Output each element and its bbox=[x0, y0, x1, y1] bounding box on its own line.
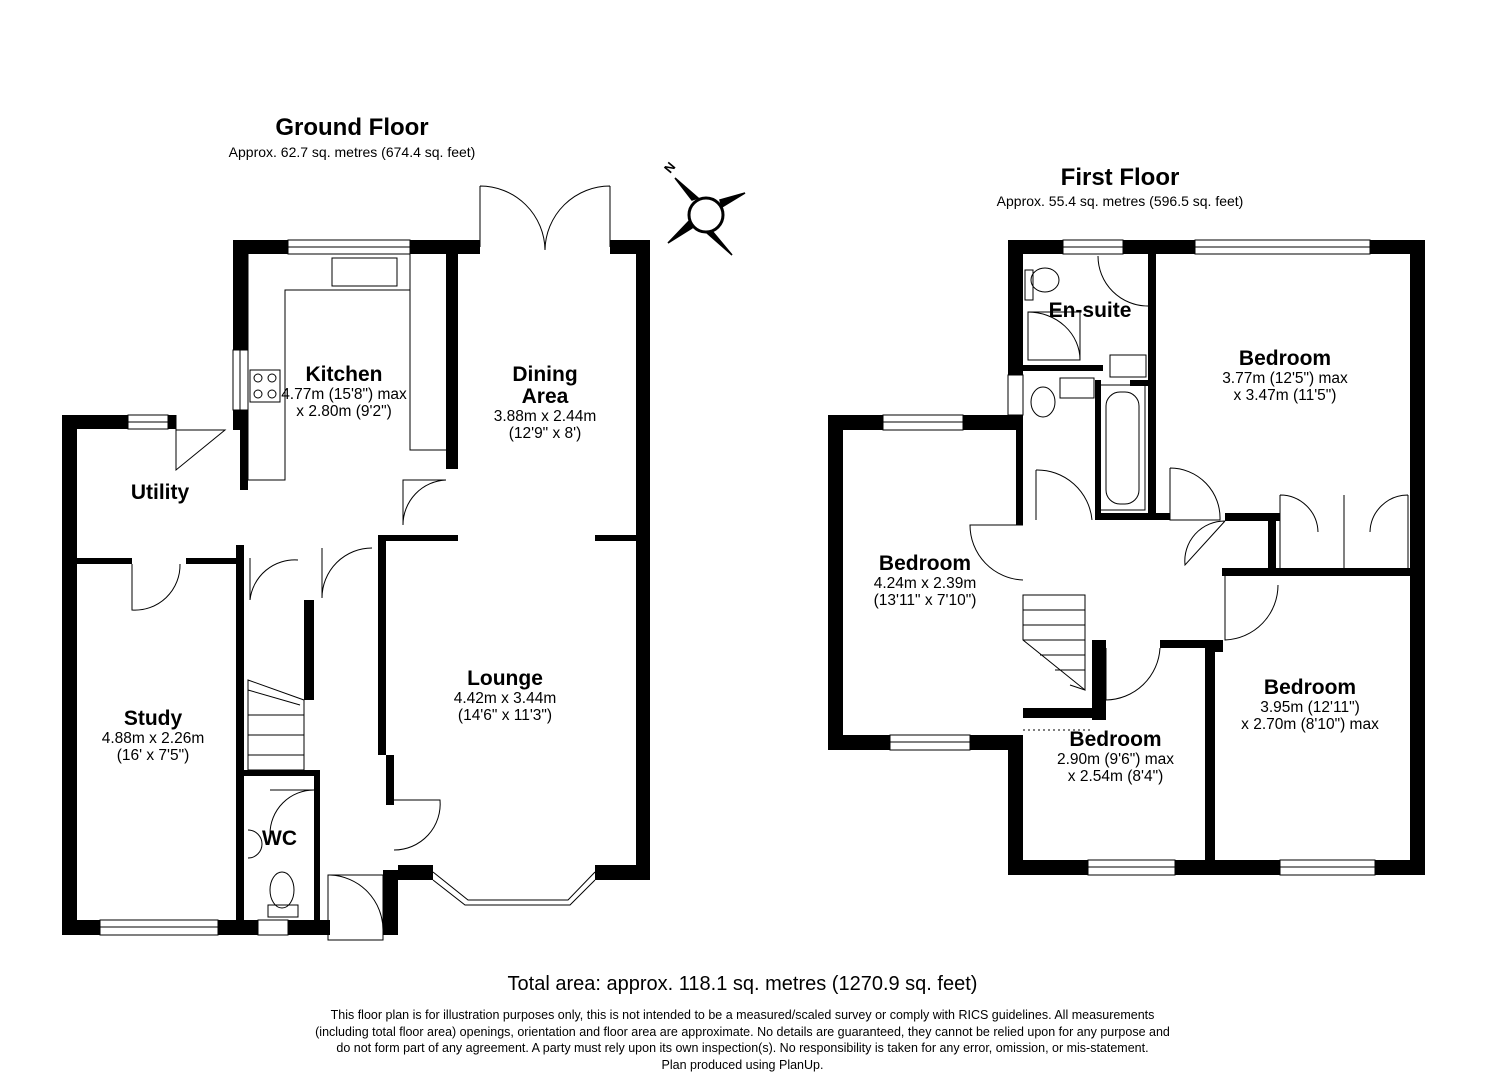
room-bedroom-right-dim1: 3.95m (12'11") bbox=[1260, 699, 1360, 716]
first-floor-walls bbox=[828, 240, 1425, 875]
door-bedroom-main bbox=[1169, 467, 1221, 521]
door-front bbox=[327, 874, 384, 941]
disclaimer-line: This floor plan is for illustration purp… bbox=[330, 1008, 1155, 1022]
first-floor-stairs bbox=[1022, 594, 1086, 692]
room-bedroom-left-dim2: (13'11" x 7'10") bbox=[873, 592, 977, 609]
ground-floor-area: Approx. 62.7 sq. metres (674.4 sq. feet) bbox=[228, 144, 476, 160]
first-floor-area: Approx. 55.4 sq. metres (596.5 sq. feet) bbox=[996, 193, 1244, 209]
door-cupboard bbox=[249, 558, 299, 601]
total-area: Total area: approx. 118.1 sq. metres (12… bbox=[507, 973, 978, 995]
door-bedroom-right bbox=[1224, 576, 1279, 641]
room-kitchen-dim1: 4.77m (15'8") max bbox=[281, 386, 407, 403]
door-cupboard-first bbox=[1184, 520, 1226, 567]
room-study-dim2: (16' x 7'5") bbox=[116, 747, 190, 764]
room-wc: WC bbox=[262, 828, 297, 850]
room-dining-name2: Area bbox=[521, 385, 569, 408]
disclaimer-line: do not form part of any agreement. A par… bbox=[336, 1041, 1149, 1055]
ground-floor-plan bbox=[62, 185, 650, 941]
room-kitchen-dim2: x 2.80m (9'2") bbox=[296, 403, 392, 420]
room-utility: Utility bbox=[100, 482, 220, 504]
door-bedroom-small bbox=[1105, 647, 1161, 701]
room-bedroom-right: Bedroom 3.95m (12'11") x 2.70m (8'10") m… bbox=[1215, 676, 1405, 734]
room-bedroom-small-name: Bedroom bbox=[1069, 728, 1162, 751]
first-floor-plan bbox=[828, 239, 1425, 876]
room-bedroom-main-dim2: x 3.47m (11'5") bbox=[1233, 387, 1337, 404]
door-utility bbox=[175, 415, 227, 472]
wc-basin bbox=[247, 829, 263, 859]
room-kitchen-name: Kitchen bbox=[305, 363, 383, 386]
room-bedroom-main: Bedroom 3.77m (12'5") max x 3.47m (11'5"… bbox=[1190, 347, 1380, 405]
room-dining-dim2: (12'9" x 8') bbox=[508, 425, 582, 442]
room-dining-dim1: 3.88m x 2.44m bbox=[493, 408, 597, 425]
door-kitchen-dining bbox=[402, 479, 447, 526]
disclaimer: This floor plan is for illustration purp… bbox=[150, 1007, 1335, 1073]
kitchen-units bbox=[247, 254, 446, 481]
wardrobe-doors bbox=[1279, 494, 1409, 570]
room-study-name: Study bbox=[123, 707, 183, 730]
wc-toilet bbox=[269, 871, 295, 909]
room-bedroom-right-name: Bedroom bbox=[1263, 676, 1357, 699]
door-lounge bbox=[393, 799, 441, 851]
first-floor-title: First Floor bbox=[1060, 164, 1180, 191]
disclaimer-line: Plan produced using PlanUp. bbox=[661, 1057, 824, 1072]
room-study: Study 4.88m x 2.26m (16' x 7'5") bbox=[78, 707, 228, 765]
door-study bbox=[131, 563, 181, 611]
room-bedroom-main-dim1: 3.77m (12'5") max bbox=[1222, 370, 1348, 387]
room-dining: Dining Area 3.88m x 2.44m (12'9" x 8') bbox=[455, 363, 635, 443]
room-lounge-name: Lounge bbox=[467, 667, 543, 690]
room-bedroom-left-dim1: 4.24m x 2.39m bbox=[873, 575, 977, 592]
room-bedroom-small: Bedroom 2.90m (9'6") max x 2.54m (8'4") bbox=[1028, 728, 1203, 786]
room-ensuite: En-suite bbox=[1035, 300, 1145, 322]
room-ensuite-name: En-suite bbox=[1048, 299, 1132, 322]
door-bedroom-left bbox=[969, 524, 1024, 581]
door-hall bbox=[321, 547, 373, 599]
compass-rose bbox=[667, 177, 746, 256]
ground-floor-walls bbox=[62, 240, 650, 935]
door-wc bbox=[269, 789, 315, 835]
room-bedroom-left-name: Bedroom bbox=[878, 552, 972, 575]
room-bedroom-left: Bedroom 4.24m x 2.39m (13'11" x 7'10") bbox=[845, 552, 1005, 610]
ground-floor-windows bbox=[99, 239, 411, 936]
first-floor-windows bbox=[882, 239, 1376, 876]
ensuite-fittings bbox=[1024, 255, 1149, 378]
room-bedroom-right-dim2: x 2.70m (8'10") max bbox=[1241, 716, 1379, 733]
room-utility-name: Utility bbox=[130, 481, 190, 504]
ground-floor-stairs bbox=[247, 679, 305, 771]
disclaimer-line: (including total floor area) openings, o… bbox=[315, 1024, 1170, 1039]
bathroom-fittings bbox=[1030, 377, 1146, 521]
room-bedroom-main-name: Bedroom bbox=[1238, 347, 1332, 370]
french-doors bbox=[479, 185, 611, 251]
room-bedroom-small-dim1: 2.90m (9'6") max bbox=[1057, 751, 1174, 768]
room-lounge: Lounge 4.42m x 3.44m (14'6" x 11'3") bbox=[415, 667, 595, 725]
room-lounge-dim1: 4.42m x 3.44m bbox=[453, 690, 557, 707]
room-kitchen: Kitchen 4.77m (15'8") max x 2.80m (9'2") bbox=[244, 363, 444, 421]
room-wc-name: WC bbox=[262, 827, 297, 850]
room-dining-name1: Dining bbox=[512, 363, 578, 386]
room-lounge-dim2: (14'6" x 11'3") bbox=[457, 707, 553, 724]
ground-floor-title: Ground Floor bbox=[275, 114, 429, 141]
room-bedroom-small-dim2: x 2.54m (8'4") bbox=[1067, 768, 1164, 785]
bay-window bbox=[432, 879, 596, 906]
room-study-dim1: 4.88m x 2.26m bbox=[101, 730, 205, 747]
